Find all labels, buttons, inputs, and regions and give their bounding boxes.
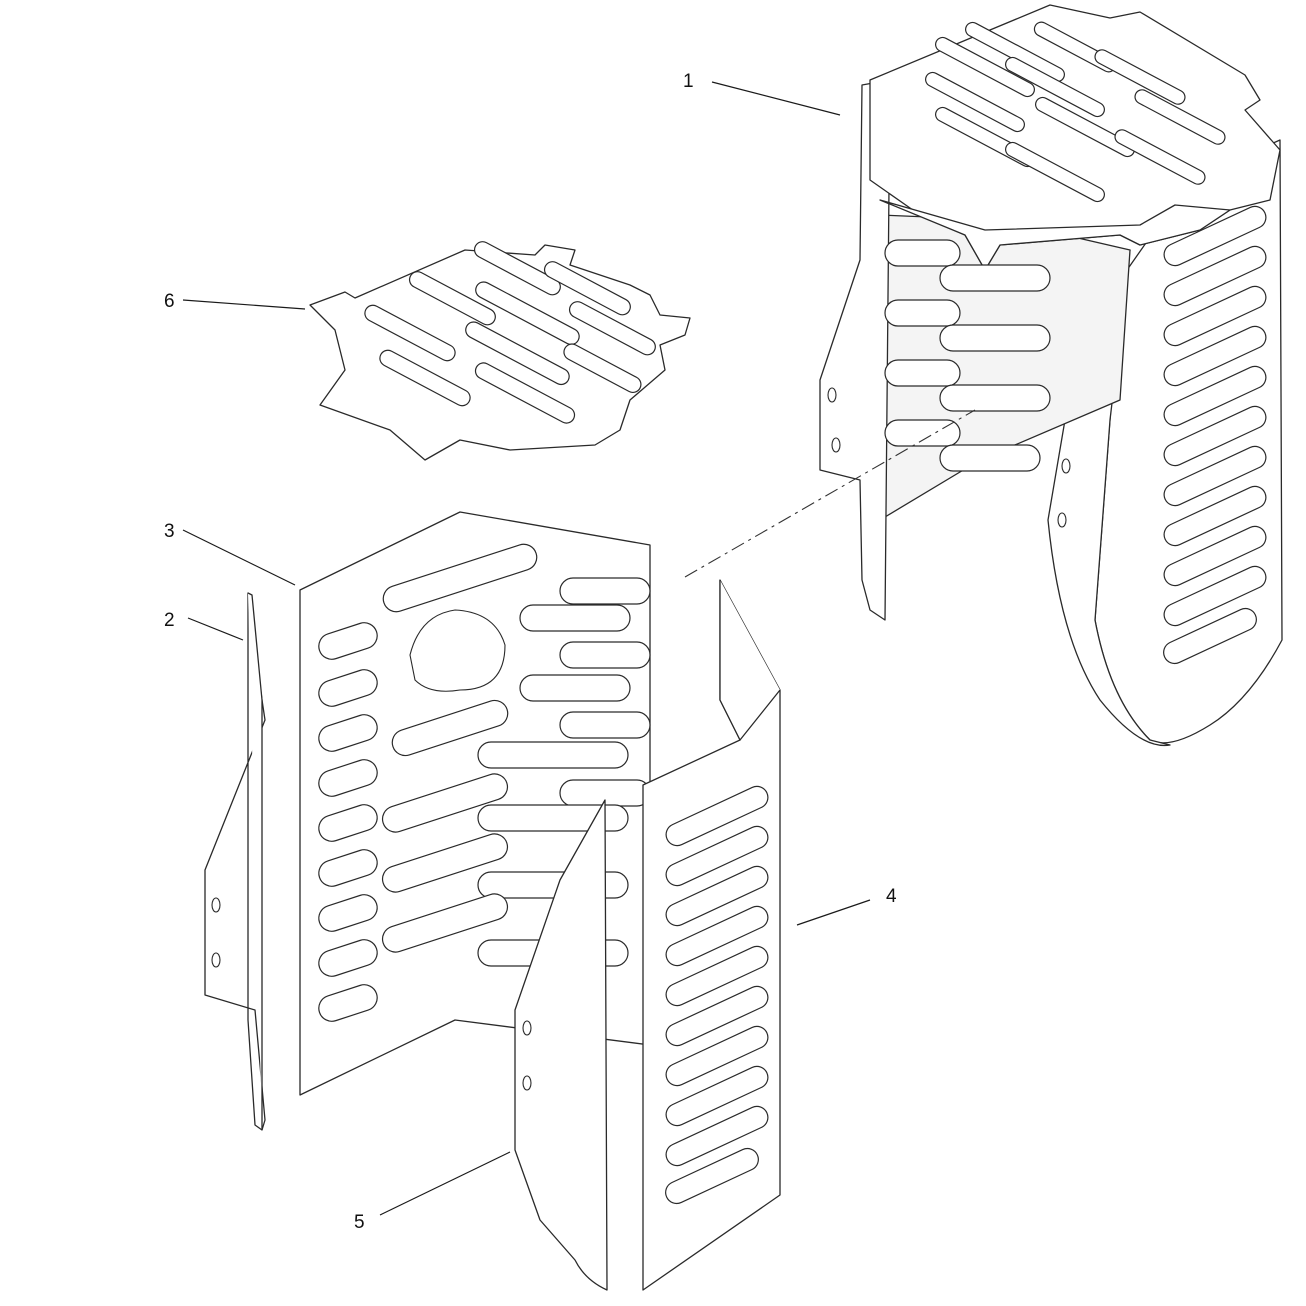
part-1-side-slots	[1163, 205, 1267, 665]
part-4-slots	[665, 785, 769, 1205]
callout-6: 6	[164, 291, 175, 312]
leader-line-6	[182, 299, 306, 310]
assembly-centerline	[684, 409, 976, 578]
part-4-right-panel	[642, 579, 781, 1291]
callout-3: 3	[164, 521, 175, 542]
leader-line-1	[711, 81, 841, 116]
leader-line-4	[796, 899, 871, 926]
part-2-left-strip	[204, 592, 266, 1131]
leader-line-3	[182, 529, 296, 586]
part-6-top-plate	[309, 241, 691, 461]
part-1-back-slots	[884, 239, 1051, 472]
part-5-front-panel	[514, 799, 608, 1291]
part-1-assembled-screen	[819, 4, 1283, 747]
callout-5: 5	[354, 1212, 365, 1233]
part-3-slots	[318, 543, 651, 1022]
part-6-slots	[364, 241, 656, 424]
callout-4: 4	[886, 886, 897, 907]
leader-line-2	[187, 617, 244, 641]
callout-2: 2	[164, 610, 175, 631]
leader-line-5	[379, 1151, 511, 1216]
callout-1: 1	[683, 71, 694, 92]
part-1-top-slots	[925, 21, 1226, 203]
